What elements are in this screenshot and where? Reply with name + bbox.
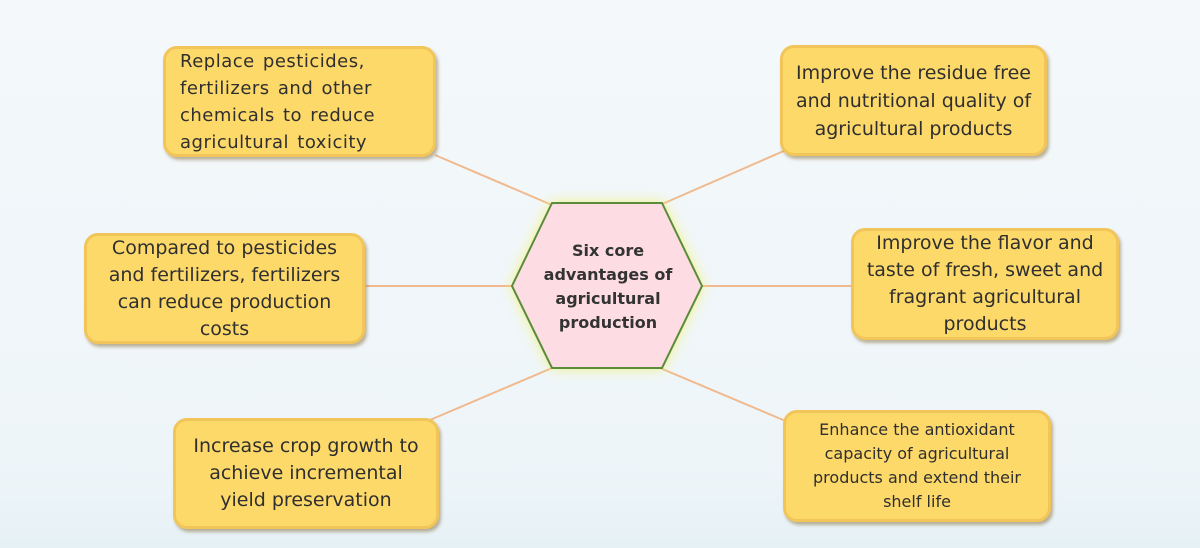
advantage-box-residue-free-quality: Improve the residue free and nutritional…	[780, 45, 1047, 156]
advantage-text: Replace pesticides, fertilizers and othe…	[180, 50, 376, 153]
connector-bottom-right	[659, 367, 789, 423]
advantage-box-antioxidant-shelf-life: Enhance the antioxidant capacity of agri…	[783, 410, 1051, 522]
advantage-box-flavor-taste: Improve the flavor and taste of fresh, s…	[851, 228, 1119, 340]
connector-top-left	[434, 154, 553, 206]
center-hexagon	[510, 202, 704, 369]
center-label: Six core advantages of agricultural prod…	[540, 222, 676, 352]
advantage-text: Increase crop growth to achieve incremen…	[193, 435, 419, 511]
advantage-box-increase-yield: Increase crop growth to achieve incremen…	[173, 418, 439, 529]
advantage-text: Compared to pesticides and fertilizers, …	[108, 236, 341, 340]
center-label-text: Six core advantages of agricultural prod…	[543, 241, 673, 332]
advantage-text: Improve the residue free and nutritional…	[795, 61, 1032, 140]
connector-top-right	[659, 149, 787, 206]
advantage-box-reduce-costs: Compared to pesticides and fertilizers, …	[84, 233, 365, 344]
advantage-text: Enhance the antioxidant capacity of agri…	[813, 420, 1021, 511]
advantage-box-reduce-toxicity: Replace pesticides, fertilizers and othe…	[163, 46, 436, 157]
connector-bottom-left	[429, 367, 553, 421]
advantage-text: Improve the flavor and taste of fresh, s…	[866, 232, 1104, 335]
